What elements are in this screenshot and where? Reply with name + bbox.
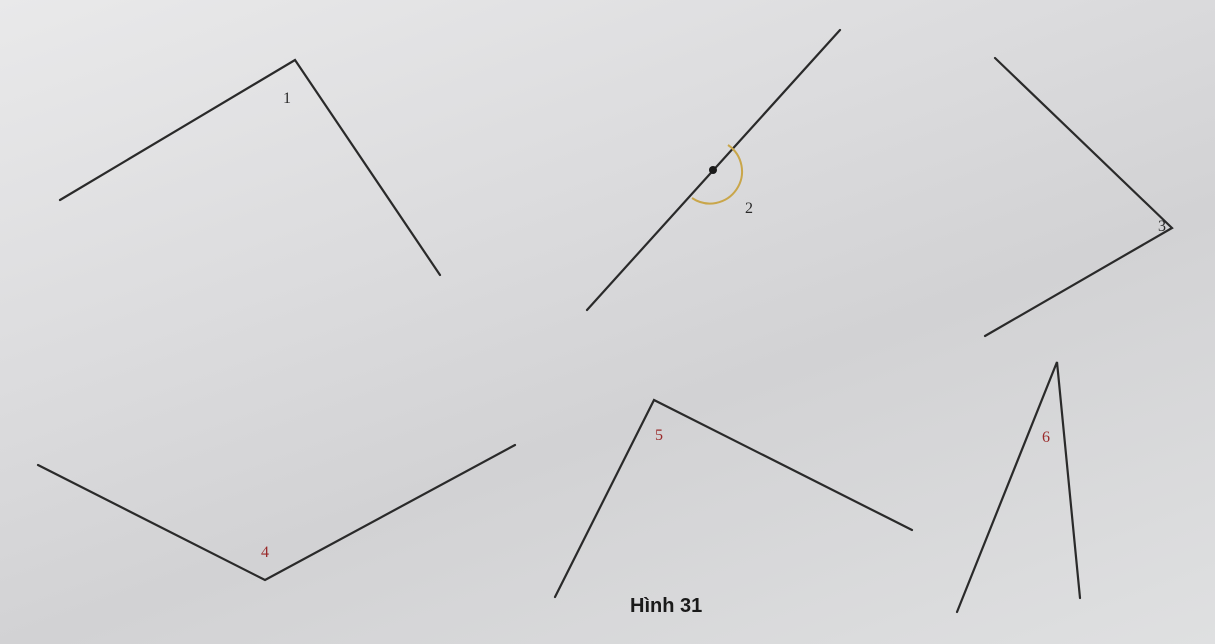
angle-5-sides [553,398,914,599]
angle-2-vertex [709,166,717,174]
angle-3-sides [983,56,1174,338]
angle-1-label: 1 [283,90,291,107]
angle-2-label: 2 [745,200,753,217]
angle-5-label: 5 [655,427,663,444]
angle-3: 3 [983,56,1174,338]
angle-6-sides [955,361,1082,614]
angle-4-label: 4 [261,544,269,561]
angle-4: 4 [36,443,517,582]
angle-4-sides [36,443,517,582]
figure-caption: Hình 31 [630,595,702,617]
angle-2-arc [691,144,744,205]
angle-6-label: 6 [1042,429,1050,446]
angle-1-sides [58,58,442,277]
angle-5: 5 [553,398,914,599]
angle-6: 6 [955,361,1082,614]
angle-2: 2 [585,28,842,312]
angle-3-label: 3 [1158,218,1166,235]
angle-1: 1 [58,58,442,277]
